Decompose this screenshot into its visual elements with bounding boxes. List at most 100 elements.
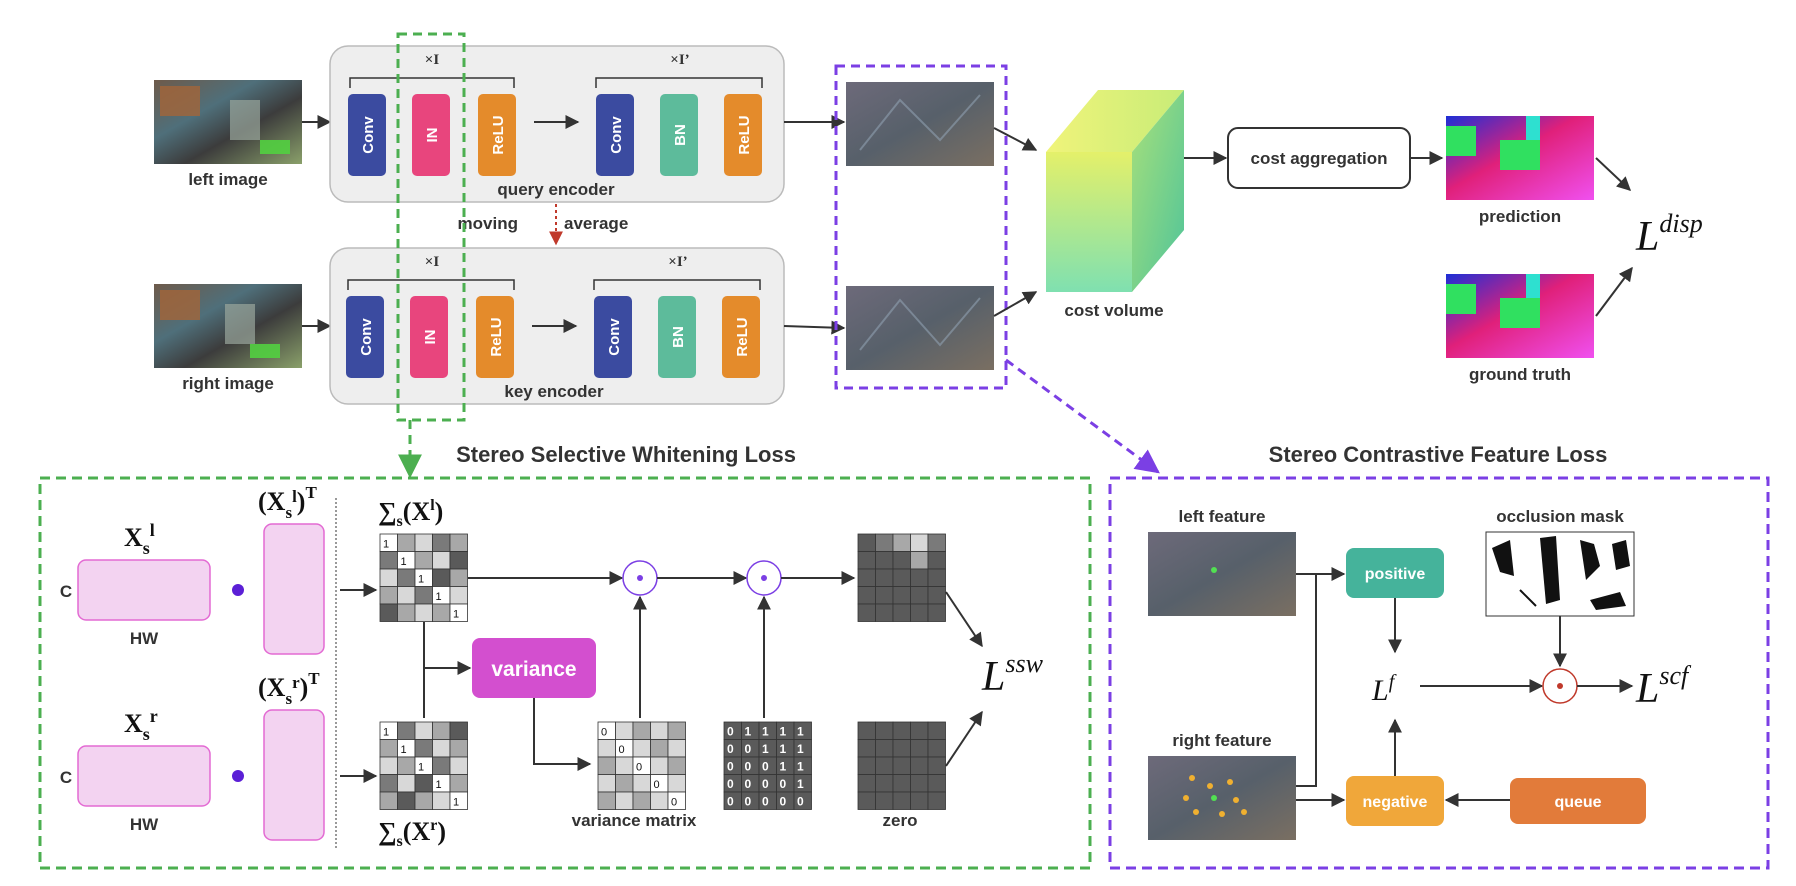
m-selected-cell (927, 586, 946, 605)
m-sigma-r-cell (414, 721, 433, 740)
m-mask-cell-value: 1 (797, 777, 804, 791)
m-sigma-l-cell (379, 568, 398, 587)
m-variance-cell (597, 791, 616, 810)
m-sigma-r-cell (397, 721, 416, 740)
right-feature-map (1148, 756, 1296, 840)
negative-block (1346, 776, 1444, 826)
m-selected-cell (857, 603, 876, 622)
queue-label: queue (1554, 794, 1601, 811)
m-selected-cell (910, 603, 929, 622)
m-selected-cell (927, 533, 946, 552)
m-mask-cell-value: 0 (797, 795, 804, 809)
times-i-label-query: ×I (425, 52, 440, 68)
m-sigma-l-cell (449, 568, 468, 587)
m-sigma-r-cell (432, 756, 451, 775)
m-sigma-l-cell (414, 586, 433, 605)
key-relu-block-1: ReLU (476, 296, 514, 378)
scf-panel (1108, 476, 1770, 870)
svg-text:Conv: Conv (606, 318, 623, 356)
m-variance-cell (615, 774, 634, 793)
queue-block (1510, 778, 1646, 824)
occlusion-mask-label: occlusion mask (1496, 507, 1624, 526)
m-zero-cell (875, 721, 894, 740)
m-zero-cell (927, 791, 946, 810)
m-selected-cell (857, 551, 876, 570)
matmul-dot-right (232, 770, 244, 782)
selected-covariance-matrix (857, 533, 946, 622)
key-encoder-label: key encoder (504, 382, 604, 401)
m-variance-cell (667, 774, 686, 793)
xt-l-matrix (263, 523, 325, 655)
key-conv-block-1: Conv (346, 296, 384, 378)
m-sigma-r-cell-value: 1 (436, 779, 442, 791)
m-sigma-r-cell (432, 721, 451, 740)
m-selected-cell (892, 586, 911, 605)
m-variance-cell (632, 791, 651, 810)
m-sigma-r-cell (414, 739, 433, 758)
m-selected-cell (857, 586, 876, 605)
scf-title: Stereo Contrastive Feature Loss (1269, 442, 1608, 467)
m-mask-cell-value: 0 (780, 795, 787, 809)
variance-matrix-label: variance matrix (572, 811, 697, 830)
m-mask-cell-value: 1 (797, 742, 804, 756)
right-image-thumbnail (154, 284, 302, 368)
m-mask-cell-value: 0 (727, 725, 734, 739)
m-mask-cell-value: 1 (762, 725, 769, 739)
m-sigma-l-cell (397, 533, 416, 552)
m-mask-cell-value: 0 (780, 777, 787, 791)
key-bn-block: BN (658, 296, 696, 378)
m-sigma-l-cell (449, 551, 468, 570)
query-conv-block-2: Conv (596, 94, 634, 176)
m-variance-cell (667, 739, 686, 758)
m-selected-cell (892, 551, 911, 570)
m-sigma-r-cell (397, 756, 416, 775)
m-sigma-l-cell (414, 603, 433, 622)
m-variance-cell-value: 0 (636, 762, 642, 774)
key-conv-block-2: Conv (594, 296, 632, 378)
m-sigma-l-cell-value: 1 (436, 591, 442, 603)
right-image-label: right image (182, 374, 274, 393)
m-variance-cell-value: 0 (601, 727, 607, 739)
left-feature-label: left feature (1179, 507, 1266, 526)
svg-text:Conv: Conv (608, 116, 625, 154)
m-sigma-r-cell-value: 1 (418, 762, 424, 774)
m-sigma-r-cell-value: 1 (453, 797, 459, 809)
m-variance-cell (650, 721, 669, 740)
scf-focus-dashed-box (834, 64, 1008, 390)
m-sigma-l-cell (379, 551, 398, 570)
m-sigma-l-cell-value: 1 (418, 574, 424, 586)
xt-r-matrix (263, 709, 325, 841)
m-variance-cell (632, 774, 651, 793)
times-i-prime-label-query: ×I’ (670, 52, 689, 68)
ground-truth-label: ground truth (1469, 365, 1571, 384)
m-zero-cell (892, 774, 911, 793)
m-variance-cell (632, 739, 651, 758)
query-relu-block-2: ReLU (724, 94, 762, 176)
occlusion-mask-image (1485, 531, 1635, 617)
m-mask-cell-value: 0 (727, 777, 734, 791)
key-relu-block-2: ReLU (722, 296, 760, 378)
m-zero-cell (892, 756, 911, 775)
m-mask-cell-value: 1 (780, 725, 787, 739)
m-selected-cell (892, 533, 911, 552)
m-sigma-r-cell (397, 774, 416, 793)
m-zero-cell (857, 721, 876, 740)
zero-matrix (857, 721, 946, 810)
m-zero-cell (910, 721, 929, 740)
m-sigma-r-cell-value: 1 (383, 727, 389, 739)
m-mask-cell-value: 1 (780, 742, 787, 756)
right-feature-label: right feature (1172, 731, 1271, 750)
m-variance-cell-value: 0 (671, 797, 677, 809)
positive-label: positive (1365, 566, 1426, 583)
loss-scf: Lscf (1635, 661, 1692, 712)
m-zero-cell (892, 721, 911, 740)
m-zero-cell (857, 774, 876, 793)
m-mask-cell-value: 0 (762, 760, 769, 774)
m-sigma-l-cell (449, 586, 468, 605)
m-variance-cell (597, 739, 616, 758)
m-zero-cell (910, 791, 929, 810)
m-mask-cell-value: 1 (797, 760, 804, 774)
query-in-block: IN (412, 94, 450, 176)
m-sigma-l-cell (414, 551, 433, 570)
